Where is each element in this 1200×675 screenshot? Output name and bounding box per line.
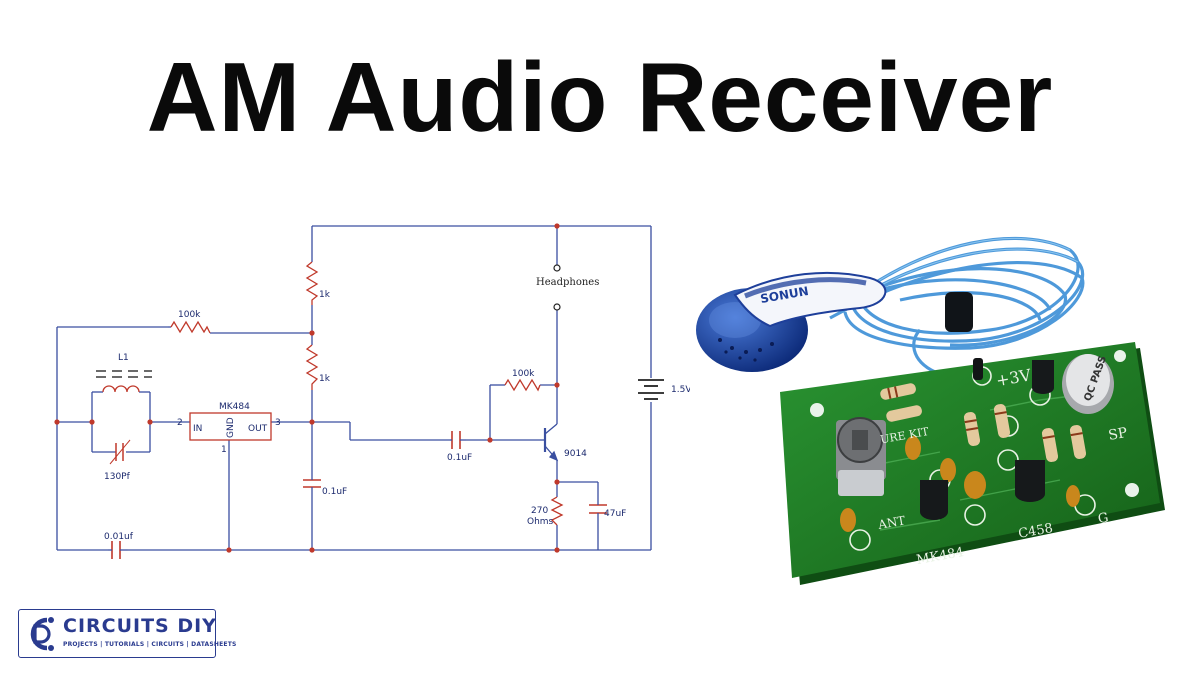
earphone: SONUN — [696, 271, 887, 372]
label-resistor-feedback: 100k — [512, 369, 535, 379]
pcb-label-antenna: ANT — [876, 513, 906, 532]
battery-symbol — [638, 379, 664, 400]
label-ic-pin-out-num: 3 — [275, 418, 281, 428]
label-inductor: L1 — [118, 353, 129, 363]
label-resistor-emitter-2: Ohms — [527, 517, 554, 527]
label-resistor-100k-top: 100k — [178, 310, 201, 320]
label-ic-pin-out: OUT — [248, 424, 268, 434]
label-ic-pin-in-num: 2 — [177, 418, 183, 428]
label-resistor-emitter-1: 270 — [531, 506, 548, 516]
pcb-label-g: G — [1097, 511, 1110, 528]
pcb-resistors — [880, 383, 1087, 462]
label-cap-emitter: 47uF — [604, 509, 626, 519]
label-ic-pin-gnd: GND — [226, 417, 236, 438]
brand-tagline: PROJECTS | TUTORIALS | CIRCUITS | DATASH… — [63, 641, 237, 648]
wires — [56, 225, 652, 551]
pcb-board: QC PASS +3V URE KIT SP ANT MK484 C458 G — [780, 342, 1165, 585]
cable-tie — [945, 292, 973, 332]
circuit-schematic: 100k 1k 1k L1 130Pf MK484 2 IN OUT 3 1 G… — [54, 223, 690, 559]
label-battery: 1.5V — [671, 385, 690, 395]
brand-logo-icon — [30, 617, 54, 651]
label-ic-pin-gnd-num: 1 — [221, 445, 227, 455]
resistor-100k-top — [170, 320, 211, 334]
pcb-label-transistor: C458 — [1017, 521, 1054, 542]
label-headphones: Headphones — [536, 277, 599, 288]
pcb-transistors — [920, 360, 1054, 520]
label-ic-pin-in: IN — [193, 424, 202, 434]
resistor-1k-upper — [305, 261, 319, 305]
headphone-terminals — [553, 264, 561, 311]
label-transistor: 9014 — [564, 449, 587, 459]
label-resistor-1k-lower: 1k — [319, 374, 331, 384]
brand-logo: CIRCUITS DIY PROJECTS | TUTORIALS | CIRC… — [18, 609, 236, 658]
variable-capacitor — [109, 439, 131, 465]
label-cap-mid: 0.1uF — [322, 487, 347, 497]
label-cap-tuning: 130Pf — [104, 472, 131, 482]
pcb-ceramic-caps — [840, 436, 1080, 532]
label-ic-name: MK484 — [219, 402, 250, 412]
ic-mk484-body — [189, 412, 272, 441]
pcb-label-speaker: SP — [1107, 425, 1129, 444]
resistor-1k-lower — [305, 344, 319, 390]
label-cap-coupling: 0.1uF — [447, 453, 472, 463]
label-resistor-1k-upper: 1k — [319, 290, 331, 300]
resistor-100k-feedback — [504, 378, 541, 392]
transistor-9014 — [540, 423, 559, 462]
pcb-electrolytic-cap: QC PASS — [1062, 354, 1114, 414]
junction-dots — [54, 223, 560, 553]
brand-name: CIRCUITS DIY — [63, 615, 217, 637]
label-cap-bottom: 0.01uf — [104, 532, 134, 542]
inductor-core — [96, 370, 152, 378]
page-title: AM Audio Receiver — [146, 42, 1054, 152]
resistor-270-emitter — [550, 496, 564, 526]
inductor-l1 — [102, 385, 140, 393]
